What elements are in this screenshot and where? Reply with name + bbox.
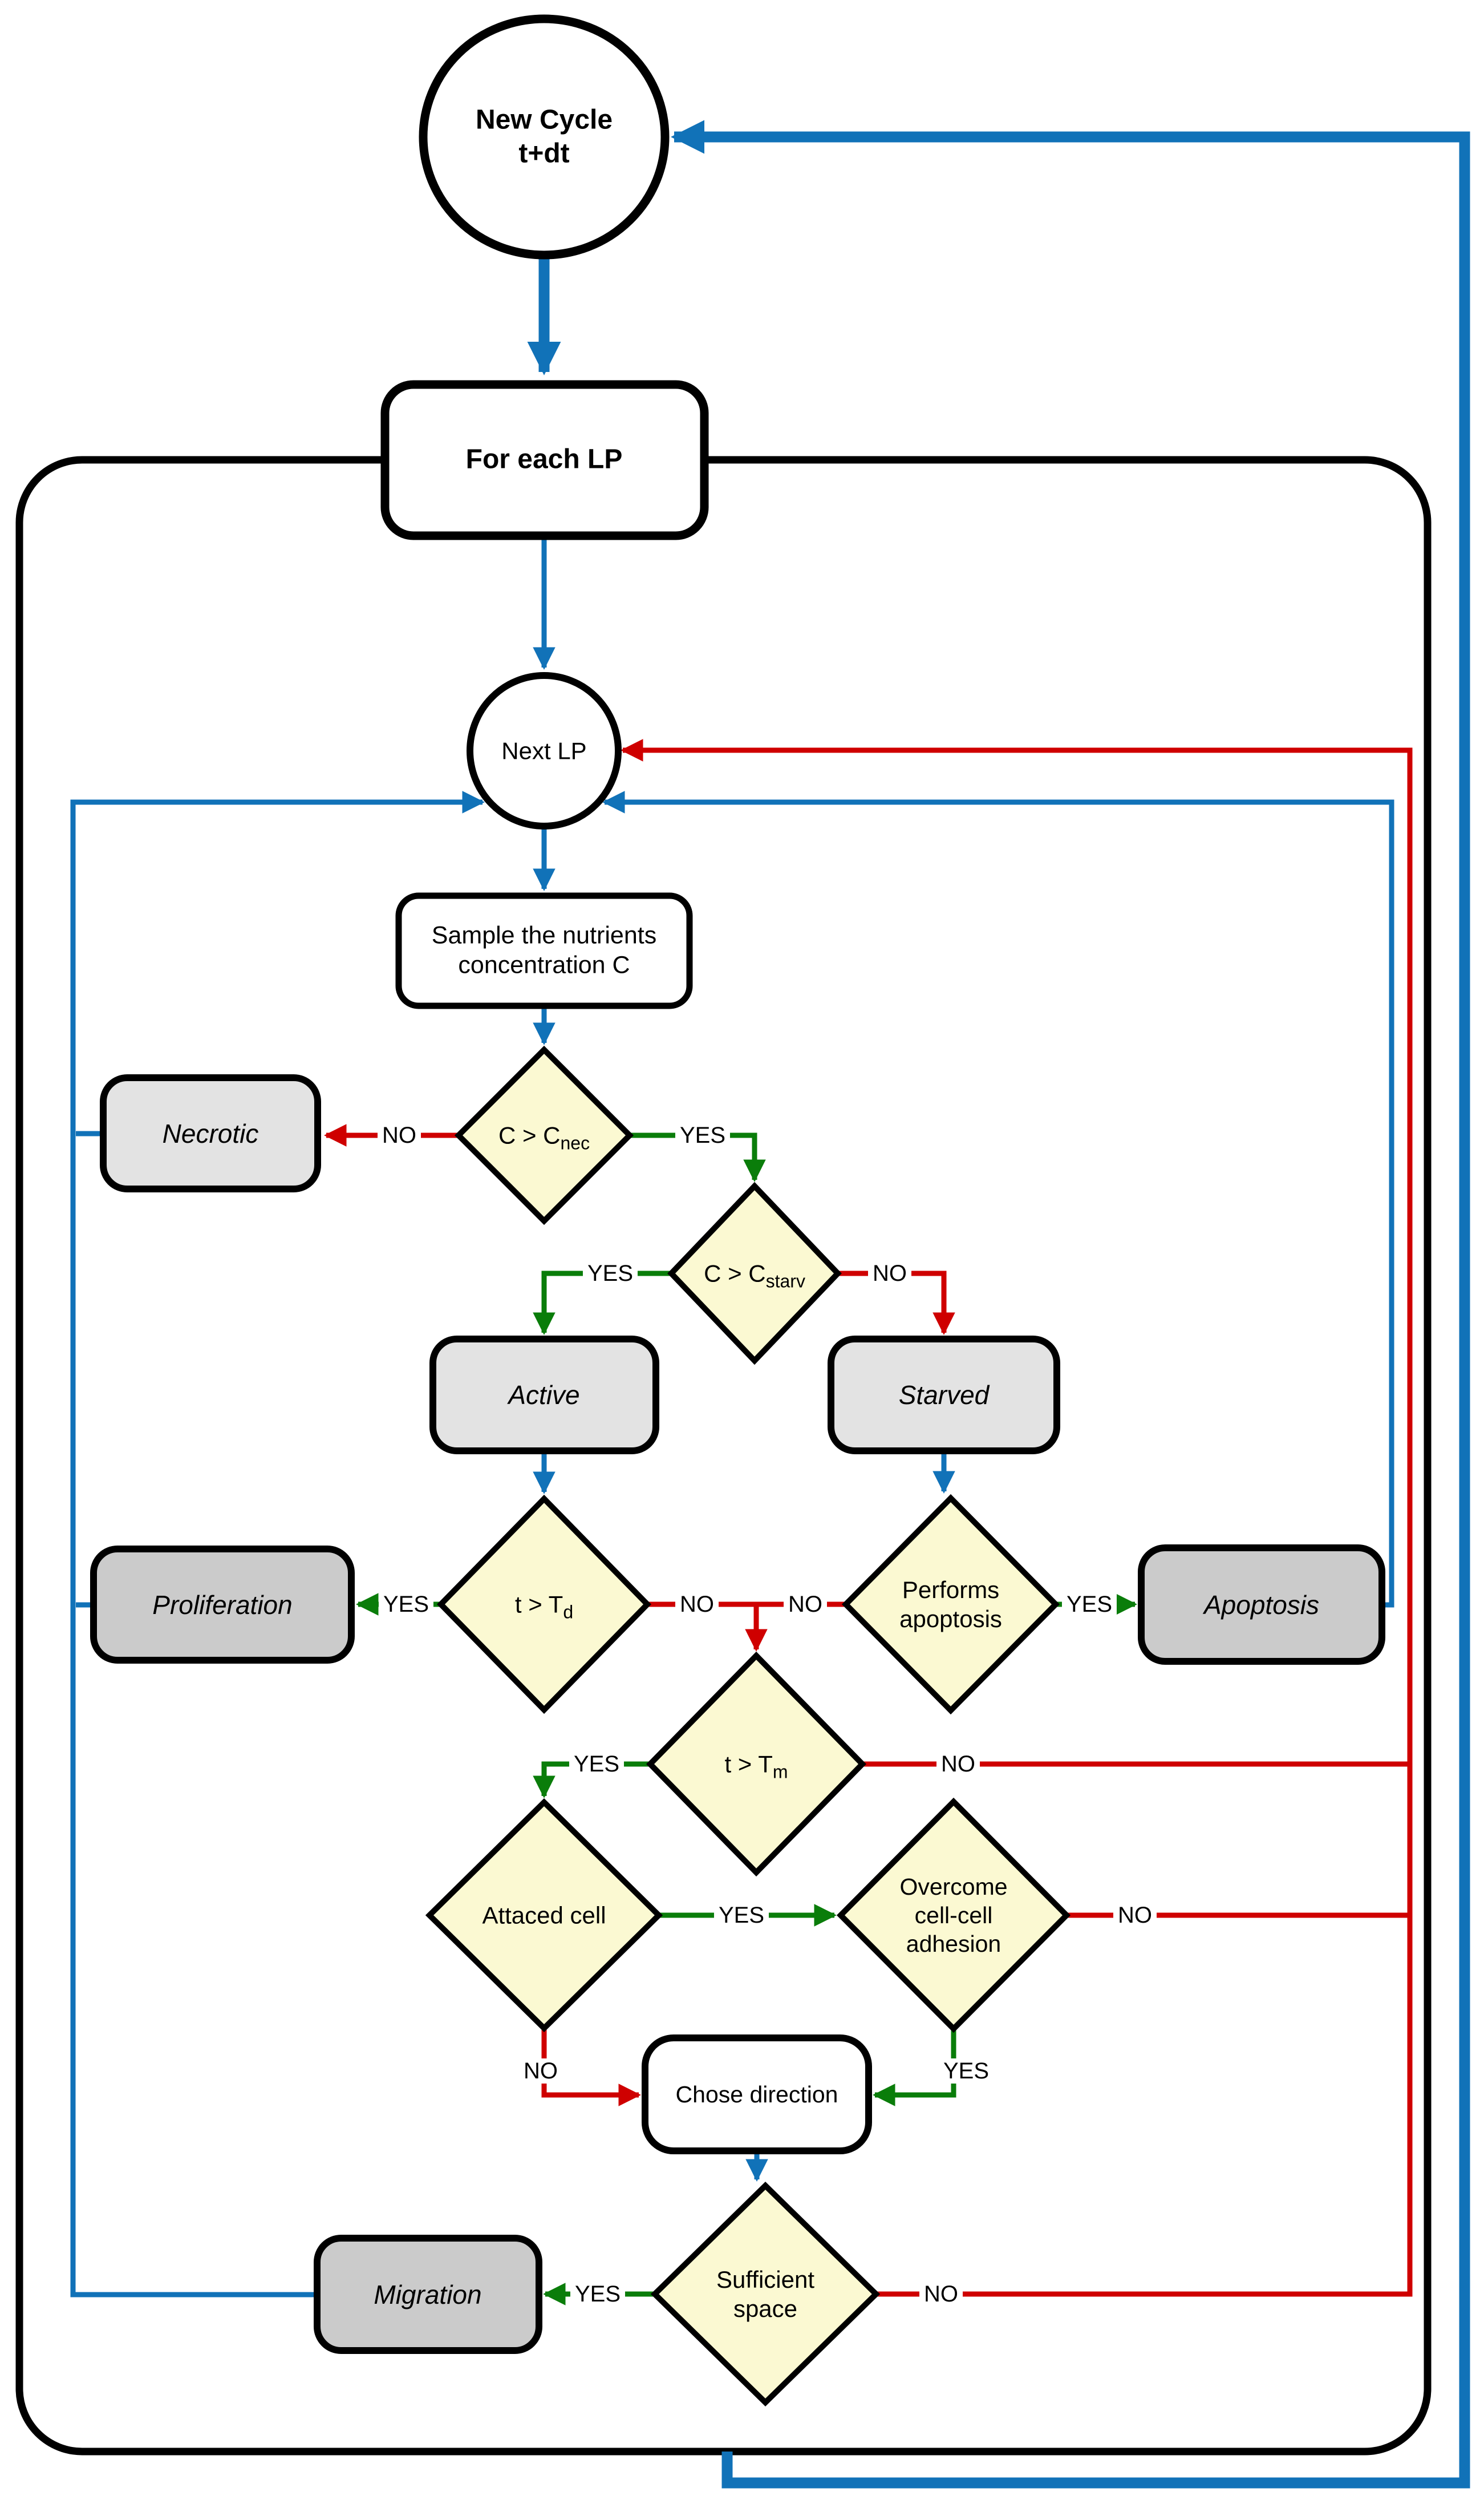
decision-t-gt-td-label: t > Td: [514, 1589, 574, 1623]
branch-no-apop: NO: [784, 1592, 827, 1617]
overcome-line1: Overcome: [899, 1873, 1008, 1900]
edge-attached-no-to-chose-direction: [541, 2028, 641, 2106]
edge-group-main-cycle: [527, 120, 1470, 2489]
branch-yes-attached: YES: [713, 1903, 769, 1928]
edge-group-flow: [70, 537, 1394, 2297]
td-sub: d: [563, 1601, 574, 1623]
migration-node: [314, 2235, 542, 2354]
apoptosis-node: [1138, 1544, 1385, 1665]
next-lp-node: [467, 672, 622, 830]
necrotic-node: [100, 1074, 321, 1192]
sample-nutrients-line1: Sample the nutrients: [431, 921, 657, 949]
branch-no-overcome: NO: [1113, 1903, 1157, 1928]
tm-sub: m: [772, 1761, 788, 1782]
new-cycle-line2: t+dt: [518, 138, 570, 168]
performs-apoptosis-line1: Performs: [902, 1576, 1000, 1603]
sample-nutrients-label: Sample the nutrients concentration C: [432, 921, 656, 981]
edge-overcome-yes-to-chose-direction: [873, 2029, 956, 2106]
edge-cnec-yes-to-cstarv: [630, 1132, 766, 1182]
cnec-base: C > C: [498, 1122, 561, 1149]
performs-apoptosis-line2: apoptosis: [899, 1605, 1002, 1632]
active-node: [429, 1336, 659, 1454]
branch-yes-cstarv: YES: [582, 1261, 638, 1286]
new-cycle-line1: New Cycle: [475, 104, 613, 135]
branch-no-space: NO: [919, 2282, 963, 2307]
sufficient-space-line2: space: [733, 2295, 798, 2322]
apoptosis-label: Apoptosis: [1203, 1589, 1320, 1620]
edge-loop-end-to-new-cycle: [671, 120, 1470, 2489]
chose-direction-label: Chose direction: [675, 2081, 838, 2108]
sample-nutrients-node: [395, 892, 693, 1009]
necrotic-label: Necrotic: [162, 1118, 259, 1148]
edge-left-return-to-next-lp: [70, 791, 485, 2297]
branch-no-td: NO: [675, 1592, 719, 1617]
new-cycle-label: New Cycle t+dt: [476, 103, 613, 170]
decision-sufficient-space: [650, 2182, 881, 2406]
branch-yes-cnec: YES: [675, 1123, 731, 1148]
active-label: Active: [508, 1380, 580, 1410]
sample-nutrients-line2: concentration C: [458, 952, 630, 979]
proliferation-node: [90, 1546, 355, 1664]
decision-sufficient-space-label: Sufficient space: [716, 2265, 814, 2323]
decision-overcome-adhesion-label: Overcome cell-cell adhesion: [899, 1872, 1007, 1958]
edge-apoptosis-return-to-next-lp: [602, 791, 1394, 1608]
proliferation-label: Proliferation: [152, 1589, 293, 1620]
chose-direction-node: [642, 2034, 872, 2154]
decision-performs-apoptosis: [841, 1494, 1060, 1715]
decision-t-gt-td: [437, 1494, 651, 1714]
cstarv-base: C > C: [704, 1260, 766, 1287]
td-base: t > T: [514, 1591, 563, 1618]
decision-attached-cell: [425, 1798, 663, 2033]
decision-c-gt-cstarv-label: C > Cstarv: [704, 1259, 805, 1292]
branch-yes-td: YES: [378, 1592, 434, 1617]
decision-t-gt-tm-label: t > Tm: [724, 1749, 788, 1782]
decision-c-gt-cnec-label: C > Cnec: [498, 1121, 590, 1154]
decision-c-gt-cstarv: [667, 1182, 842, 1365]
branch-yes-space: YES: [570, 2282, 626, 2307]
decision-overcome-adhesion: [836, 1797, 1071, 2033]
starved-node: [828, 1336, 1060, 1454]
decision-t-gt-tm: [646, 1651, 866, 1877]
overcome-line3: adhesion: [906, 1931, 1002, 1957]
migration-label: Migration: [374, 2279, 482, 2309]
decision-performs-apoptosis-label: Performs apoptosis: [899, 1575, 1002, 1633]
next-lp-label: Next LP: [501, 737, 587, 764]
overcome-line2: cell-cell: [914, 1902, 993, 1928]
for-each-lp-node: [380, 380, 709, 540]
sufficient-space-line1: Sufficient: [716, 2266, 814, 2293]
cnec-sub: nec: [560, 1132, 590, 1154]
new-cycle-node: [419, 14, 670, 260]
starved-label: Starved: [898, 1380, 990, 1410]
branch-yes-apop: YES: [1061, 1592, 1117, 1617]
branch-yes-tm: YES: [569, 1751, 625, 1777]
branch-no-cstarv: NO: [868, 1261, 911, 1286]
cstarv-sub: starv: [765, 1271, 805, 1292]
branch-no-cnec: NO: [378, 1123, 421, 1148]
edge-space-no-right-rail-to-next-lp: [621, 739, 1413, 2297]
branch-yes-overcome: YES: [938, 2058, 994, 2084]
tm-base: t > T: [724, 1750, 773, 1778]
for-each-lp-label: For each LP: [465, 444, 623, 475]
branch-no-tm: NO: [936, 1751, 980, 1777]
decision-attached-cell-label: Attaced cell: [482, 1902, 606, 1929]
decision-c-gt-cnec: [454, 1045, 634, 1225]
branch-no-attached: NO: [519, 2058, 562, 2084]
